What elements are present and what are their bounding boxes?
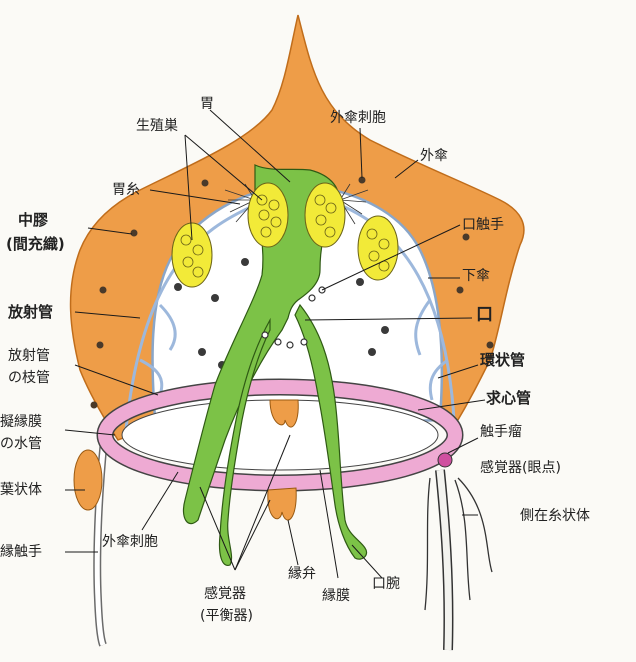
phyllocysts [74,450,102,510]
label-exumbrella-nematocyst-lower: 外傘刺胞 [102,534,158,550]
label-ring-canal: 環状管 [480,352,525,368]
label-exumbrella-nematocyst: 外傘刺胞 [330,110,386,126]
label-radial-canal: 放射管 [8,304,53,320]
label-gonad: 生殖巣 [136,118,178,134]
label-statocyst-1: 感覚器 [204,586,246,602]
label-oral-tentacle: 口触手 [462,217,504,233]
label-gastric-filament: 胃糸 [112,182,140,198]
label-statocyst-2: (平衡器) [200,608,253,624]
label-marginal-tentacle: 縁触手 [0,544,42,560]
label-radial-branch-1: 放射管 [8,348,50,364]
label-subumbrella: 下傘 [462,268,490,284]
label-exumbrella: 外傘 [420,148,448,164]
label-tentacle-bulb: 触手瘤 [480,424,522,440]
ocellus-marker [438,453,452,467]
label-velar-lappet: 縁弁 [288,566,316,582]
label-velum: 縁膜 [322,588,350,604]
label-pseudovelum-2: の水管 [0,436,42,452]
label-phyllocyst: 葉状体 [0,482,42,498]
label-centripetal-canal: 求心管 [486,390,531,406]
label-lateral-filament: 側在糸状体 [520,508,590,524]
label-mesoglea: 中膠 [18,212,48,228]
label-ocellus: 感覚器(眼点) [480,460,561,476]
label-radial-branch-2: の枝管 [8,370,50,386]
label-stomach: 胃 [200,96,214,112]
label-mesoglea-sub: (間充織) [6,236,65,252]
label-oral-arm: 口腕 [372,576,400,592]
label-pseudovelum-1: 擬縁膜 [0,414,42,430]
label-mouth: 口 [476,307,493,323]
